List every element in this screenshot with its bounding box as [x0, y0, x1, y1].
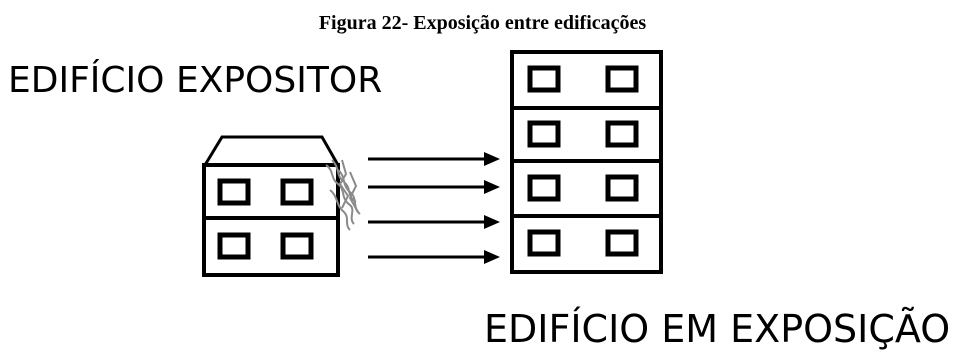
- exposed-window: [605, 229, 639, 257]
- exposing-window: [217, 232, 251, 260]
- exposed-window: [605, 120, 639, 148]
- arrow-head: [484, 180, 500, 194]
- exposed-window: [527, 120, 561, 148]
- arrow-head: [484, 152, 500, 166]
- arrow-head: [484, 250, 500, 264]
- arrow-head: [484, 215, 500, 229]
- exposed-window: [605, 174, 639, 202]
- exposed-building-label: EDIFÍCIO EM EXPOSIÇÃO: [484, 307, 951, 351]
- fire-icon: [325, 159, 361, 231]
- exposing-window: [280, 178, 314, 206]
- exposed-window: [527, 65, 561, 93]
- exposed-window: [605, 65, 639, 93]
- exposed-window: [527, 174, 561, 202]
- exposing-building: [202, 135, 340, 277]
- radiation-arrows: [368, 152, 500, 264]
- exposing-building-label: EDIFÍCIO EXPOSITOR: [8, 60, 383, 101]
- exposing-window: [280, 232, 314, 260]
- exposing-building-roof: [203, 135, 340, 166]
- exposed-window: [527, 229, 561, 257]
- exposed-building: [510, 50, 663, 274]
- figure-caption: Figura 22- Exposição entre edificações: [318, 12, 647, 34]
- exposing-window: [217, 178, 251, 206]
